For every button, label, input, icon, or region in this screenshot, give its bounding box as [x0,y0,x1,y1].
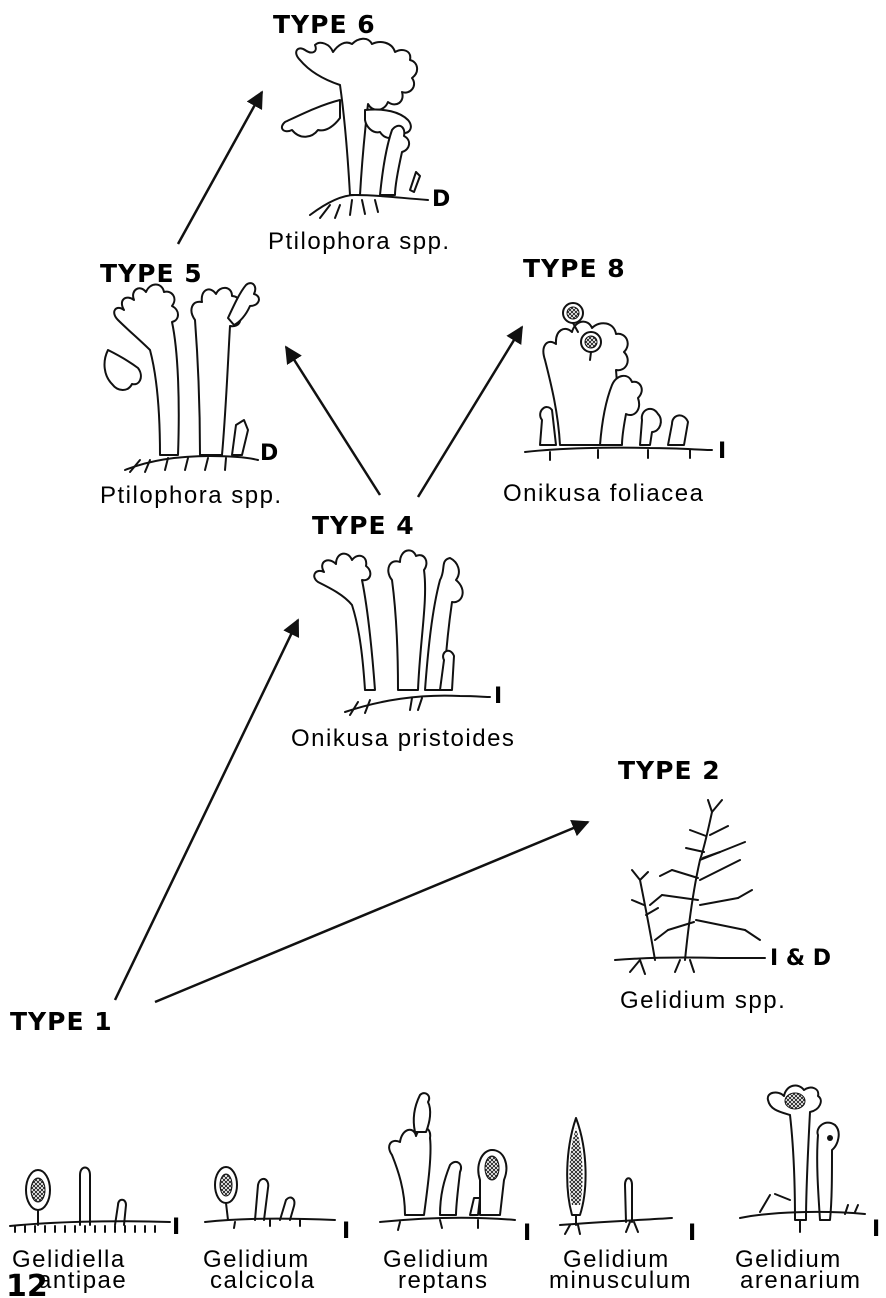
b3-marker: I [523,1221,531,1246]
gelidium-calcicola-drawing [205,1167,335,1228]
arrow-type1-to-type2 [155,822,588,1002]
type2-species: Gelidium spp. [620,987,786,1014]
type4-species: Onikusa pristoides [291,725,515,752]
type8-species: Onikusa foliacea [503,480,704,507]
type6-marker: D [432,187,450,212]
type2-label: TYPE 2 [618,756,721,785]
type6-plant-drawing [282,39,428,218]
bottom-species-3-line2: reptans [398,1267,489,1294]
gelidium-reptans-drawing [380,1093,515,1230]
type4-plant-drawing [314,550,490,715]
type2-marker: I & D [770,946,831,971]
arrow-type4-to-type5 [286,347,380,495]
type1-label: TYPE 1 [10,1007,113,1036]
b4-marker: I [688,1221,696,1246]
type8-plant-drawing [525,303,712,460]
type5-plant-drawing [105,283,259,472]
bottom-species-4-line2: minusculum [549,1267,692,1294]
type6-label: TYPE 6 [273,10,376,39]
type4-marker: I [494,684,502,709]
gelidium-arenarium-drawing [740,1085,865,1232]
type6-species: Ptilophora spp. [268,228,451,255]
figure-number: 12 [6,1269,48,1298]
arrow-type5-to-type6 [178,92,262,244]
bottom-species-1-line2: antipae [38,1267,127,1294]
type2-plant-drawing [615,800,765,974]
type5-label: TYPE 5 [100,259,203,288]
type5-species: Ptilophora spp. [100,482,283,509]
gelidiella-antipae-drawing [10,1168,170,1233]
b2-marker: I [342,1219,350,1244]
b5-marker: I [872,1217,880,1242]
arrow-type1-to-type4 [115,620,298,1000]
type8-label: TYPE 8 [523,254,626,283]
arrow-type4-to-type8 [418,327,522,497]
type8-marker: I [718,439,726,464]
b1-marker: I [172,1215,180,1240]
gelidium-minusculum-drawing [560,1118,672,1234]
type5-marker: D [260,441,278,466]
type4-label: TYPE 4 [312,511,415,540]
bottom-species-2-line2: calcicola [210,1267,316,1294]
bottom-species-5-line2: arenarium [740,1267,862,1294]
